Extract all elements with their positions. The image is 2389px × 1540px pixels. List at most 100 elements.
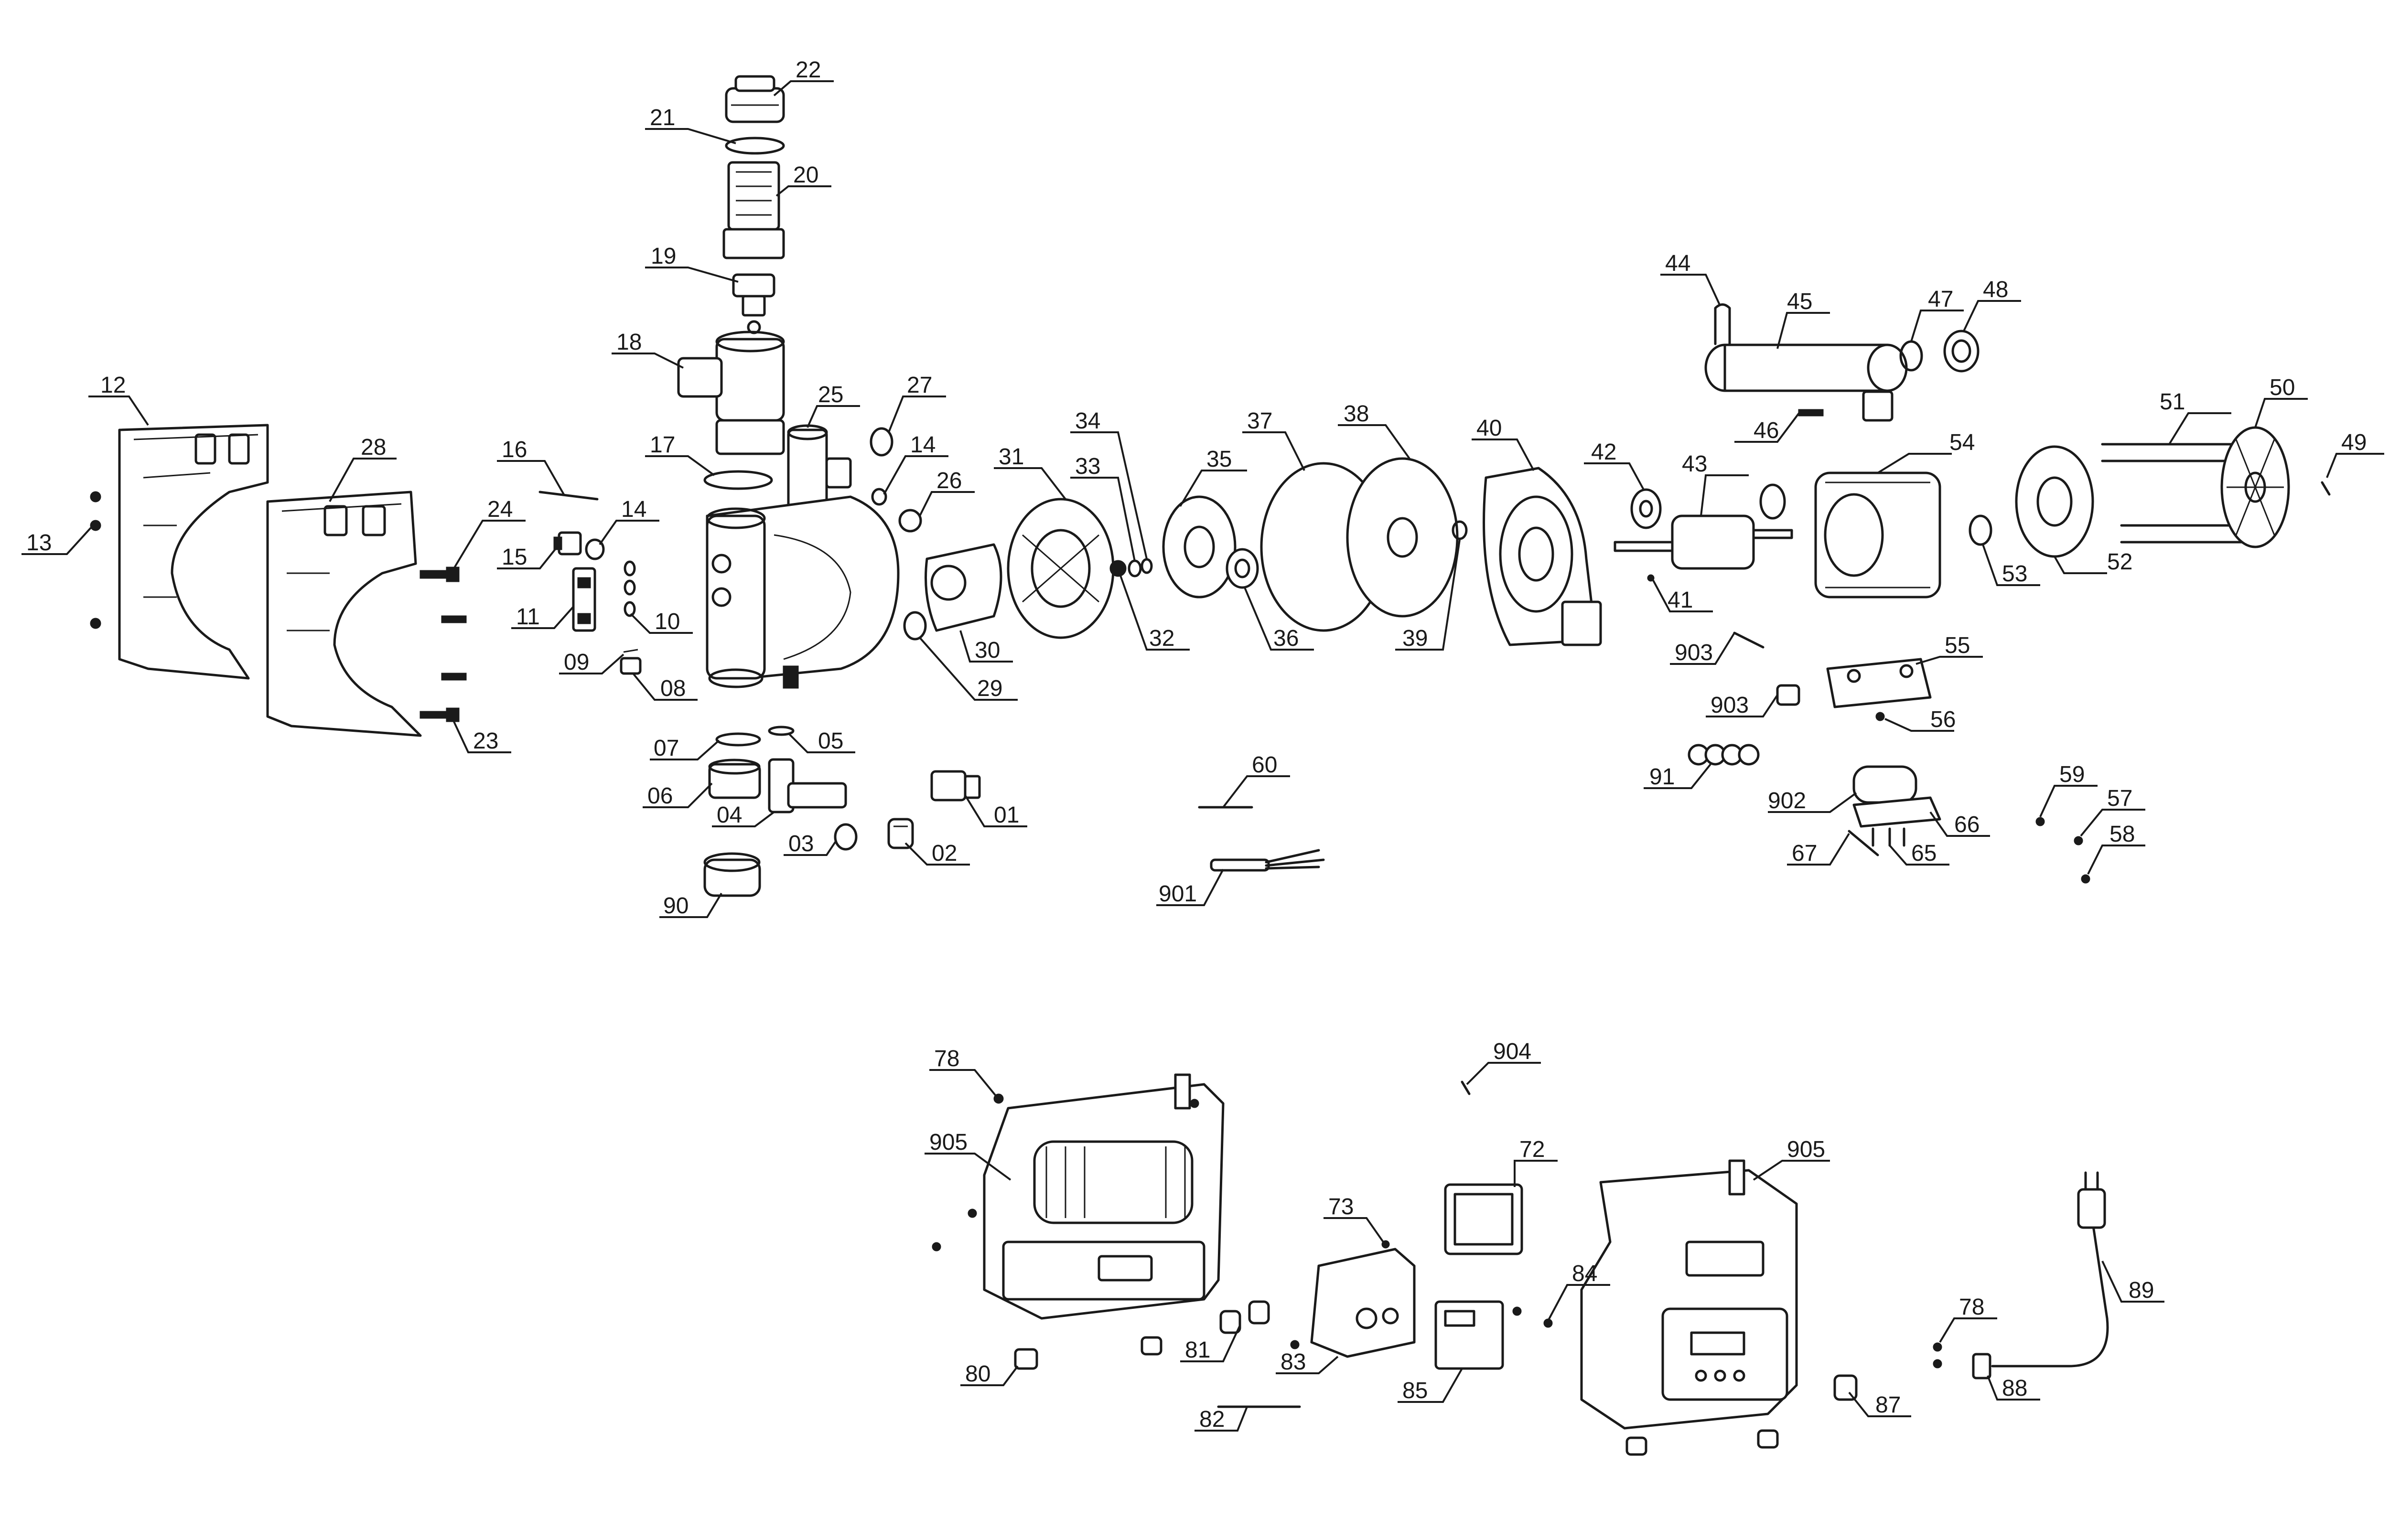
callout-34: 34 <box>1070 408 1148 559</box>
part-43-rotor <box>1614 514 1793 570</box>
callout-label-52: 52 <box>2107 549 2132 575</box>
callout-15: 15 <box>497 544 560 570</box>
callout-87: 87 <box>1848 1391 1911 1418</box>
callout-17: 17 <box>645 432 715 476</box>
callout-label-24: 24 <box>487 497 513 522</box>
callout-label-30: 30 <box>975 638 1000 663</box>
callout-18: 18 <box>612 330 684 369</box>
callout-05: 05 <box>787 728 855 754</box>
callout-78a: 78 <box>929 1046 997 1097</box>
callout-06: 06 <box>643 782 713 809</box>
callout-81: 81 <box>1180 1325 1241 1363</box>
callout-label-14a: 14 <box>910 432 936 458</box>
callout-label-03: 03 <box>788 831 814 856</box>
callout-label-49: 49 <box>2341 430 2367 455</box>
callout-904: 904 <box>1466 1039 1541 1085</box>
callout-label-25: 25 <box>818 382 843 407</box>
callout-label-13: 13 <box>26 530 52 556</box>
part-13-screws <box>90 491 101 629</box>
callout-label-05: 05 <box>818 728 843 754</box>
callout-label-85: 85 <box>1402 1378 1428 1403</box>
callout-label-55: 55 <box>1945 633 1970 658</box>
part-50-fan <box>2220 426 2290 548</box>
part-83-control-box <box>1310 1248 1416 1358</box>
callout-label-09: 09 <box>564 650 589 675</box>
callout-01: 01 <box>964 794 1027 828</box>
callout-label-82: 82 <box>1199 1407 1225 1432</box>
callout-47: 47 <box>1910 287 1964 342</box>
callout-label-78b: 78 <box>1959 1294 1984 1320</box>
callout-label-11: 11 <box>516 604 540 630</box>
part-55-terminal-box <box>1826 658 1932 708</box>
callout-50: 50 <box>2254 375 2308 428</box>
callout-55: 55 <box>1916 633 1983 665</box>
part-27-ring <box>870 427 893 457</box>
part-14-ring-b <box>585 538 605 560</box>
part-36-seal <box>1226 548 1259 589</box>
callout-label-78a: 78 <box>934 1046 959 1071</box>
part-901-cable <box>1210 849 1325 872</box>
part-30-diffuser <box>925 543 1002 632</box>
callout-label-51: 51 <box>2160 389 2185 415</box>
part-12-side-frame <box>118 424 269 680</box>
callout-903a: 903 <box>1670 632 1735 665</box>
callout-02: 02 <box>904 841 970 866</box>
callout-label-26: 26 <box>936 468 962 493</box>
callout-43: 43 <box>1682 451 1749 516</box>
part-07-ring <box>715 732 761 747</box>
callout-12: 12 <box>88 373 149 426</box>
part-03-ring <box>834 823 858 851</box>
callout-label-81: 81 <box>1185 1337 1210 1363</box>
callout-label-50: 50 <box>2270 375 2295 400</box>
callout-83: 83 <box>1276 1349 1339 1375</box>
callout-23: 23 <box>451 716 511 754</box>
part-16-clip <box>538 491 599 501</box>
part-81-screw <box>1290 1340 1300 1349</box>
part-59-nut <box>2035 817 2045 826</box>
callout-28: 28 <box>329 435 397 502</box>
callout-label-33: 33 <box>1075 454 1100 479</box>
part-33-washer <box>1128 559 1142 578</box>
callout-13: 13 <box>22 527 92 556</box>
callout-21: 21 <box>645 105 736 144</box>
part-06-nut <box>708 759 761 799</box>
callout-20: 20 <box>775 162 831 197</box>
part-54-stator <box>1759 471 1941 599</box>
callout-label-90: 90 <box>663 893 689 919</box>
callout-label-01: 01 <box>994 802 1019 828</box>
part-32-nut <box>1109 560 1127 577</box>
callout-80: 80 <box>960 1361 1019 1387</box>
callout-52: 52 <box>2054 549 2132 575</box>
callout-07: 07 <box>650 736 720 761</box>
callout-label-28: 28 <box>361 435 386 460</box>
callout-label-903a: 903 <box>1675 640 1713 665</box>
part-88-clamp <box>1972 1353 1991 1380</box>
callout-85: 85 <box>1398 1368 1463 1403</box>
part-18-tee <box>677 331 785 455</box>
part-45-capacitor-holder <box>1704 343 1908 422</box>
callout-82: 82 <box>1194 1406 1248 1432</box>
callouts: 22 21 20 19 18 25 17 27 14 26 14 16 15 2… <box>22 57 2384 1432</box>
callout-73: 73 <box>1324 1194 1384 1243</box>
callout-label-902: 902 <box>1768 788 1806 813</box>
callout-22: 22 <box>773 57 834 96</box>
part-57-washer <box>2074 836 2083 845</box>
part-85-pcb <box>1434 1300 1504 1370</box>
part-28-side-frame <box>266 491 422 737</box>
part-38-cover-plate <box>1346 457 1459 618</box>
callout-label-57: 57 <box>2107 786 2132 811</box>
callout-label-22: 22 <box>796 57 821 83</box>
callout-label-41: 41 <box>1668 588 1693 613</box>
callout-label-02: 02 <box>932 841 957 866</box>
part-80-foot <box>1014 1348 1038 1370</box>
part-01-fitting <box>930 770 981 802</box>
callout-88: 88 <box>1987 1375 2040 1401</box>
callout-label-904: 904 <box>1493 1039 1531 1064</box>
callout-label-19: 19 <box>651 244 676 269</box>
callout-label-44: 44 <box>1665 251 1690 276</box>
callout-label-87: 87 <box>1875 1392 1901 1418</box>
callout-903b: 903 <box>1706 693 1778 718</box>
callout-09: 09 <box>559 650 624 675</box>
callout-label-73: 73 <box>1328 1194 1354 1219</box>
part-67-pin <box>1848 830 1879 856</box>
